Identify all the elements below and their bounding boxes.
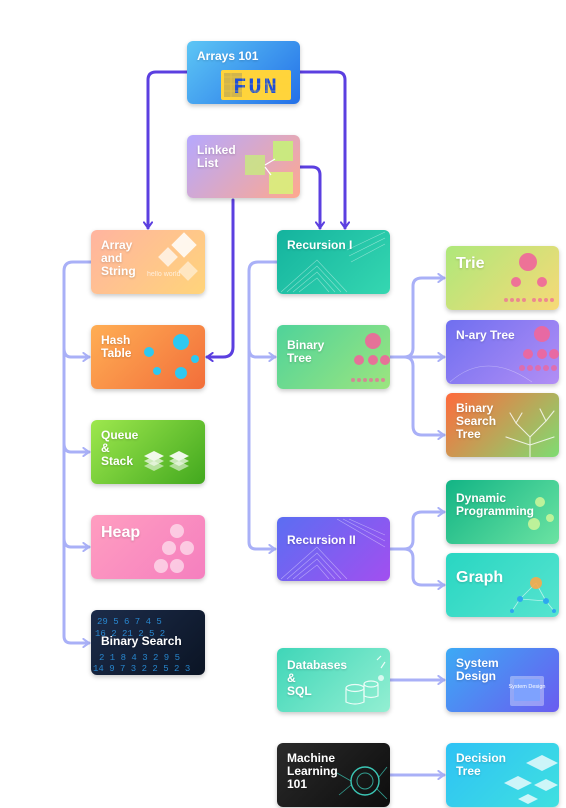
card-decision-tree[interactable]: Decision Tree [446, 743, 559, 807]
card-trie[interactable]: Trie [446, 246, 559, 310]
card-label: Hash Table [101, 333, 132, 360]
digit-row: 14 9 7 3 2 2 5 2 3 [93, 664, 190, 674]
edge-linked-to-hash [205, 198, 235, 357]
card-label: Dynamic Programming [456, 491, 535, 518]
edge-bintree-to-trie [388, 278, 446, 359]
edge-to-binary-tree [247, 346, 277, 357]
card-recursion-2[interactable]: Recursion II [277, 517, 390, 581]
card-label: Trie [456, 255, 485, 272]
digit-row: 2 1 8 4 3 2 9 5 [99, 653, 180, 663]
card-label: Decision Tree [456, 751, 507, 778]
digit-row: 16 2 21 2 5 2 [95, 629, 165, 639]
card-recursion-1[interactable]: Recursion I [277, 230, 390, 294]
edge-bintree-to-bst [402, 355, 446, 435]
graph-network-art [510, 577, 556, 613]
edge-to-hash [62, 346, 91, 357]
decision-diamonds-art [504, 755, 558, 804]
digital-rain-art: 29 5 6 7 4 5 16 2 21 2 5 2 2 1 8 4 3 2 9… [93, 617, 190, 674]
card-label: Arrays 101 [197, 49, 259, 63]
card-label: Queue & Stack [101, 428, 139, 468]
edge-to-queue [62, 441, 91, 452]
card-label: N-ary Tree [456, 328, 515, 342]
fun-badge-text: FUN [233, 75, 279, 100]
card-label: System Design [456, 656, 499, 683]
database-cylinders-art [345, 655, 386, 705]
edge-linked-to-recursion1 [298, 165, 320, 230]
card-binary-search[interactable]: 29 5 6 7 4 5 16 2 21 2 5 2 2 1 8 4 3 2 9… [91, 610, 205, 675]
card-databases-sql[interactable]: Databases & SQL [277, 648, 390, 712]
edge-arrays-to-recursion1 [298, 70, 345, 230]
card-system-design[interactable]: System Design System Design [446, 648, 559, 712]
card-queue-stack[interactable]: Queue & Stack [91, 420, 205, 484]
card-array-and-string[interactable]: hello world Array and String [91, 230, 205, 294]
card-dynamic-programming[interactable]: Dynamic Programming [446, 480, 559, 544]
trie-dots-art [504, 253, 554, 302]
card-label: Recursion I [287, 238, 353, 252]
brain-network-art [336, 766, 388, 800]
card-binary-tree[interactable]: Binary Tree [277, 325, 390, 389]
stacked-layers-art [144, 451, 189, 471]
digit-row: 29 5 6 7 4 5 [97, 617, 162, 627]
dp-bubbles-art [528, 497, 554, 530]
card-label: Linked List [197, 143, 236, 170]
heap-circles-art [154, 524, 194, 573]
card-label: Binary Tree [287, 338, 325, 365]
card-label: Binary Search Tree [456, 401, 497, 441]
system-design-book-art: System Design [509, 676, 546, 706]
card-nary-tree[interactable]: N-ary Tree [446, 320, 559, 384]
recursion-lines-art [280, 518, 386, 580]
diamond-art: hello world [147, 232, 198, 281]
badge-line-1: System Design [509, 684, 546, 690]
pixel-fun-art: FUN [221, 70, 291, 100]
card-linked-list[interactable]: Linked List [187, 135, 300, 198]
card-graph[interactable]: Graph [446, 553, 559, 617]
watermark-text: hello world [147, 271, 181, 278]
edge-rec2-to-graph [402, 547, 446, 585]
tree-dots-art [351, 333, 390, 382]
recursion-lines-art [280, 231, 386, 293]
card-label: Array and String [101, 238, 136, 278]
system-design-badge-line: System Design [509, 684, 546, 690]
edge-rec2-to-dp [388, 512, 446, 551]
bubbles-art [144, 334, 199, 379]
card-binary-search-tree[interactable]: Binary Search Tree [446, 393, 559, 457]
nary-dots-art [449, 326, 559, 383]
branching-tree-art [505, 408, 555, 457]
card-label: Recursion II [287, 533, 356, 547]
card-label: Machine Learning 101 [287, 751, 338, 791]
card-label: Graph [456, 569, 504, 586]
card-machine-learning-101[interactable]: Machine Learning 101 [277, 743, 390, 807]
card-label: Binary Search [101, 634, 182, 648]
edge-recursion1-branch [247, 260, 279, 549]
card-label: Heap [101, 524, 141, 541]
card-arrays-101[interactable]: FUN Arrays 101 [187, 41, 300, 104]
card-heap[interactable]: Heap [91, 515, 205, 579]
edge-arrays-to-array-string [148, 70, 189, 230]
card-hash-table[interactable]: Hash Table [91, 325, 205, 389]
linked-nodes-art [245, 141, 293, 194]
card-label: Databases & SQL [287, 658, 348, 698]
edge-to-heap [62, 536, 91, 547]
edge-array-string-branch [62, 260, 93, 643]
